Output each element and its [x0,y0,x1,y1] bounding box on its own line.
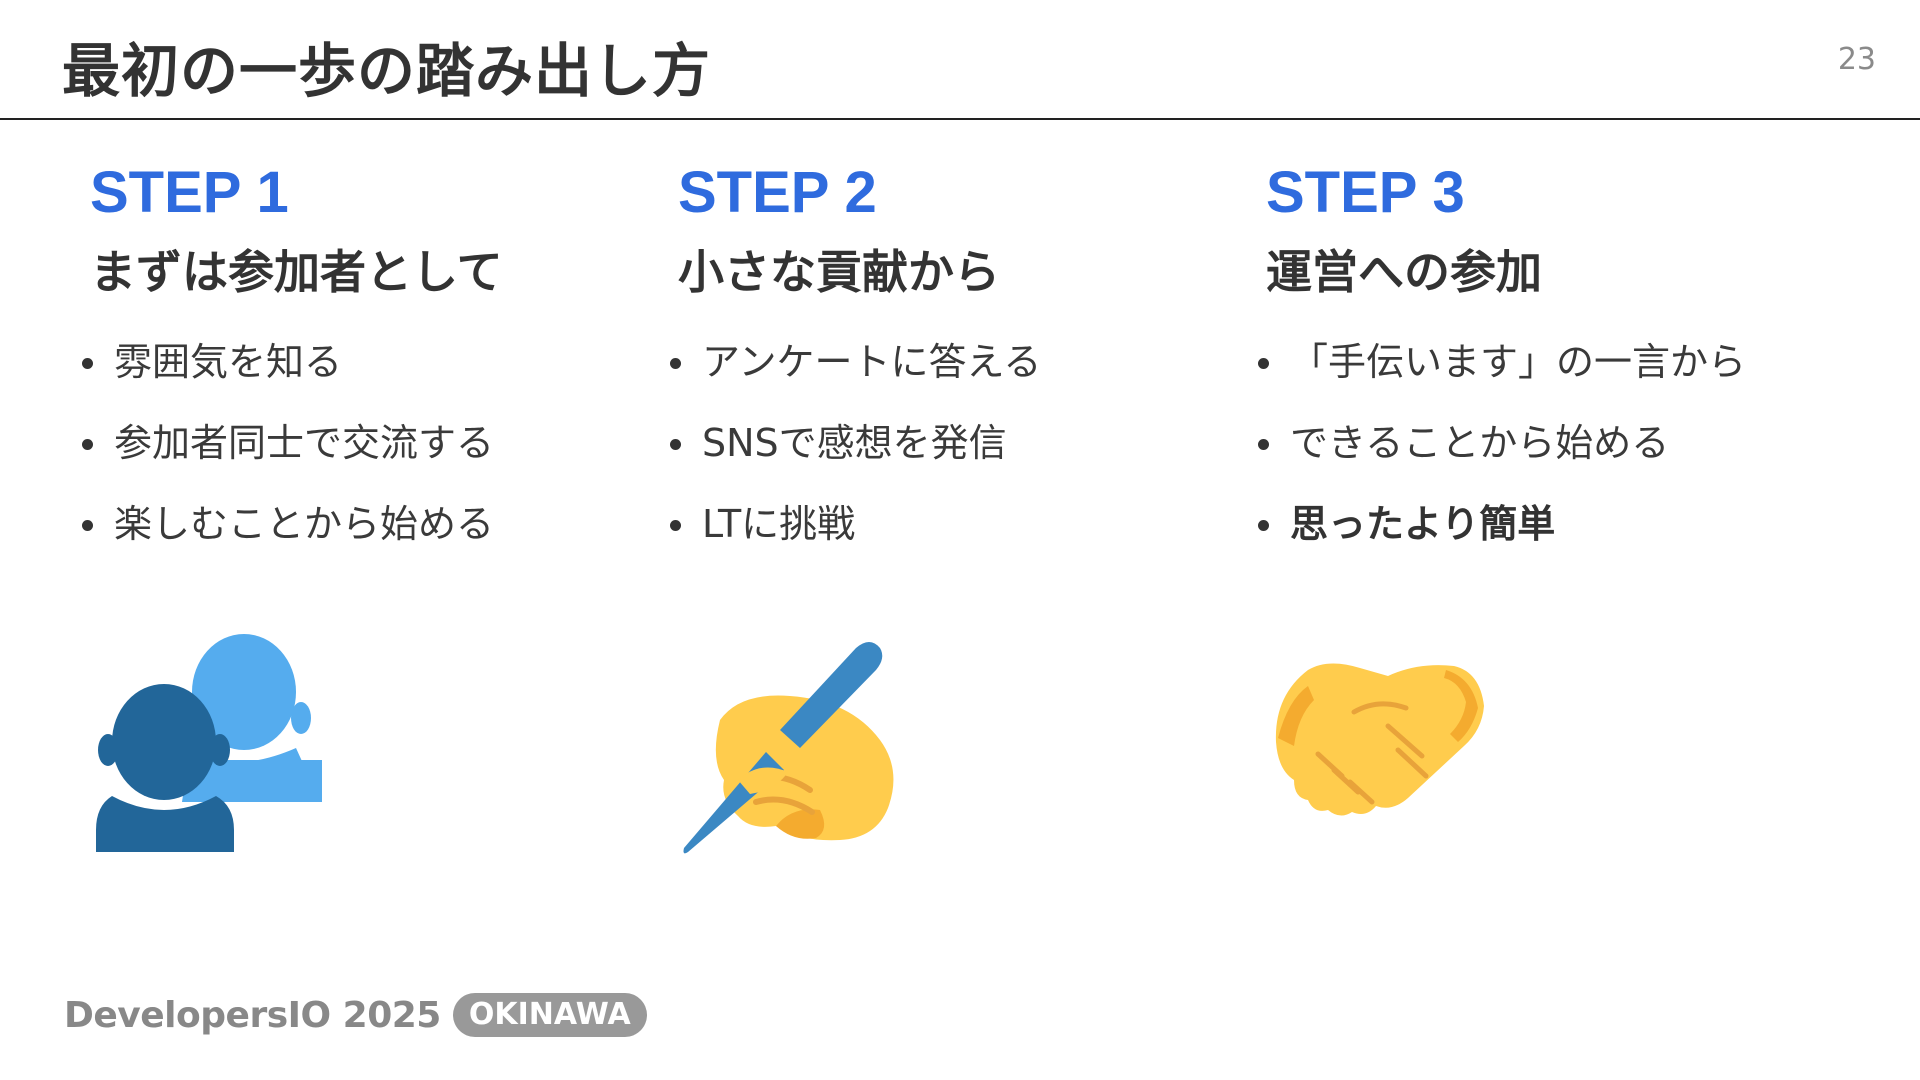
brand-badge: OKINAWA [452,993,647,1037]
step-column-2: STEP 2 小さな貢献から アンケートに答える SNSで感想を発信 LTに挑戦 [670,158,1238,565]
step-column-3: STEP 3 運営への参加 「手伝います」の一言から できることから始める 思っ… [1258,158,1826,565]
slide-title: 最初の一歩の踏み出し方 [62,37,712,105]
bullet-item: できることから始める [1252,403,1826,484]
bullet-list: アンケートに答える SNSで感想を発信 LTに挑戦 [664,322,1238,565]
step-subtitle: 小さな貢献から [678,245,1000,299]
bullet-item: SNSで感想を発信 [664,403,1238,484]
bullet-item: 雰囲気を知る [76,322,650,403]
bullet-list: 雰囲気を知る 参加者同士で交流する 楽しむことから始める [76,322,650,565]
step-label: STEP 1 [90,160,289,225]
people-silhouette-icon [96,634,322,852]
bullet-item: 楽しむことから始める [76,484,650,565]
writing-hand-icon [683,642,894,854]
step-subtitle: 運営への参加 [1266,245,1542,299]
step-label: STEP 3 [1266,160,1465,225]
bullet-item: 「手伝います」の一言から [1252,322,1826,403]
handshake-icon [1275,663,1484,816]
bullet-item-emphasis: 思ったより簡単 [1252,484,1826,565]
slide-header: 最初の一歩の踏み出し方 23 [0,0,1920,120]
footer-brand: DevelopersIO 2025 OKINAWA [64,990,647,1040]
bullet-item: 参加者同士で交流する [76,403,650,484]
page-number: 23 [1837,42,1876,77]
step-label: STEP 2 [678,160,877,225]
brand-logo-text: DevelopersIO 2025 [64,994,441,1036]
bullet-item: アンケートに答える [664,322,1238,403]
step-subtitle: まずは参加者として [90,245,503,299]
step-column-1: STEP 1 まずは参加者として 雰囲気を知る 参加者同士で交流する 楽しむこと… [82,158,650,565]
bullet-list: 「手伝います」の一言から できることから始める 思ったより簡単 [1252,322,1826,565]
bullet-item: LTに挑戦 [664,484,1238,565]
